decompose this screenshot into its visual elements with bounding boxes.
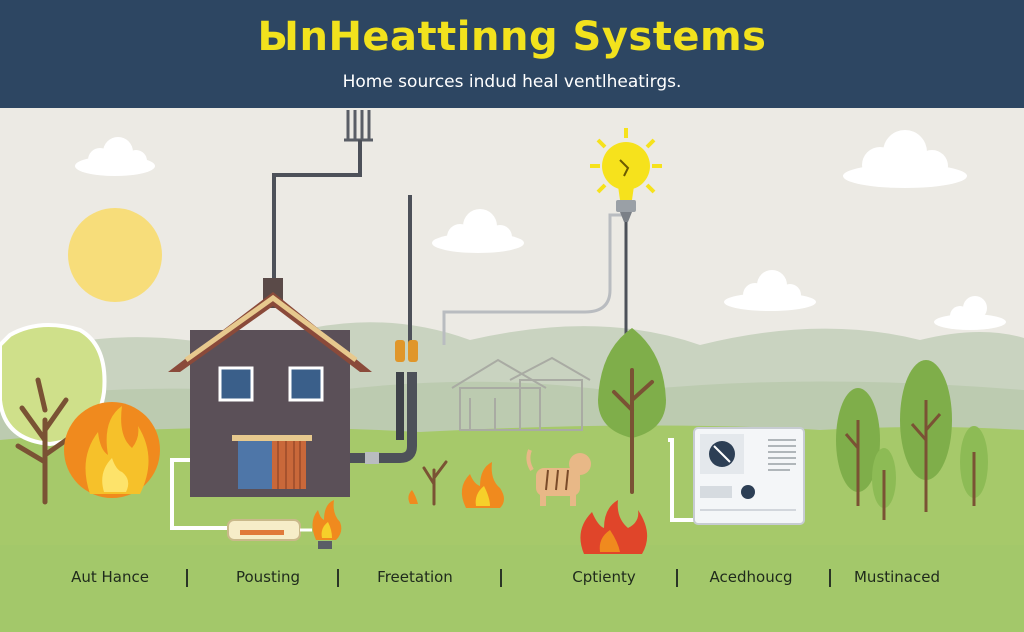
house-icon xyxy=(168,278,372,497)
legend-item: Aut Hance xyxy=(71,568,149,586)
legend-separator xyxy=(186,569,188,587)
grass-lower xyxy=(0,545,1024,632)
cloud-icon xyxy=(724,270,816,311)
legend-separator xyxy=(676,569,678,587)
antenna-icon xyxy=(344,110,373,142)
right-tree xyxy=(872,448,896,520)
right-tree xyxy=(900,360,952,512)
center-tree xyxy=(598,328,666,494)
sapling xyxy=(422,460,448,506)
small-flame-icon xyxy=(408,490,418,504)
heat-pump-unit-icon xyxy=(693,427,805,525)
water-heater-icon xyxy=(227,519,312,541)
legend-bar: Aut Hance Pousting Freetation Cptienty A… xyxy=(0,558,1024,598)
legend-item: Acedhoucg xyxy=(709,568,793,586)
cloud-icon xyxy=(934,296,1006,330)
legend-item: Mustinaced xyxy=(853,568,941,586)
light-bulb-icon xyxy=(590,128,662,222)
legend-separator xyxy=(337,569,339,587)
legend-item: Pousting xyxy=(235,568,301,586)
page-title: ЫnHeattinng Systems xyxy=(257,14,767,60)
legend-item: Freetation xyxy=(377,568,453,586)
legend-separator xyxy=(500,569,502,587)
large-flame-icon xyxy=(64,402,160,498)
cloud-icon xyxy=(75,137,155,176)
header-banner: ЫnHeattinng Systems Home sources indud h… xyxy=(0,0,1024,108)
burner-flame-icon xyxy=(312,500,342,549)
chimney-pipe xyxy=(272,140,362,300)
right-tree xyxy=(960,426,988,506)
cloud-icon xyxy=(432,209,524,253)
red-flame-icon xyxy=(580,500,648,554)
power-wire xyxy=(442,213,626,345)
heating-pipes xyxy=(350,340,418,464)
page-subtitle: Home sources indud heal ventlheatirgs. xyxy=(342,72,682,92)
unit-pipe xyxy=(668,438,696,522)
water-pipe xyxy=(170,458,230,530)
left-tree xyxy=(0,323,107,505)
background-building xyxy=(451,356,591,431)
right-tree xyxy=(836,388,880,506)
tiger-icon xyxy=(526,449,591,506)
legend-item: Cptienty xyxy=(572,568,636,586)
cloud-icon xyxy=(843,130,967,188)
sun-icon xyxy=(68,208,162,302)
campfire-flame-icon xyxy=(461,462,504,508)
illustration xyxy=(0,108,1024,632)
legend-separator xyxy=(829,569,831,587)
